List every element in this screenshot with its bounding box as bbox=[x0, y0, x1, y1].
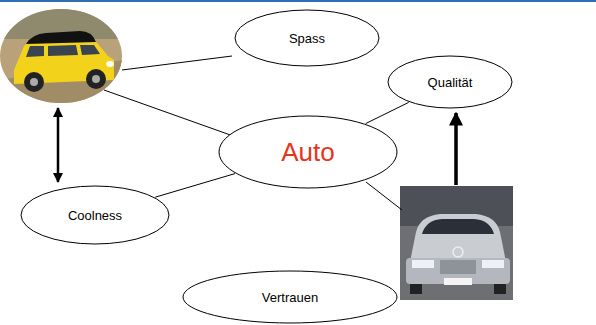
arrow bbox=[454, 113, 458, 185]
connector-line bbox=[122, 56, 232, 70]
double-arrow bbox=[57, 108, 60, 182]
concept-ellipse: Spass bbox=[234, 9, 380, 67]
concept-label: Qualität bbox=[428, 75, 473, 90]
top-rule bbox=[0, 0, 596, 2]
central-concept: Auto bbox=[281, 137, 335, 168]
concept-label: Spass bbox=[289, 31, 325, 46]
connector-line bbox=[155, 174, 235, 198]
mini-car-photo bbox=[0, 9, 122, 103]
concept-ellipse: Qualität bbox=[387, 55, 513, 109]
mercedes-car-photo bbox=[400, 186, 513, 300]
connector-line bbox=[104, 90, 236, 137]
concept-label: Coolness bbox=[68, 208, 122, 223]
concept-ellipse: Auto bbox=[218, 115, 398, 189]
connector-line bbox=[366, 182, 402, 210]
connector-line bbox=[366, 102, 409, 123]
concept-ellipse: Vertrauen bbox=[182, 270, 398, 324]
concept-label: Vertrauen bbox=[262, 290, 318, 305]
concept-ellipse: Coolness bbox=[20, 185, 170, 245]
